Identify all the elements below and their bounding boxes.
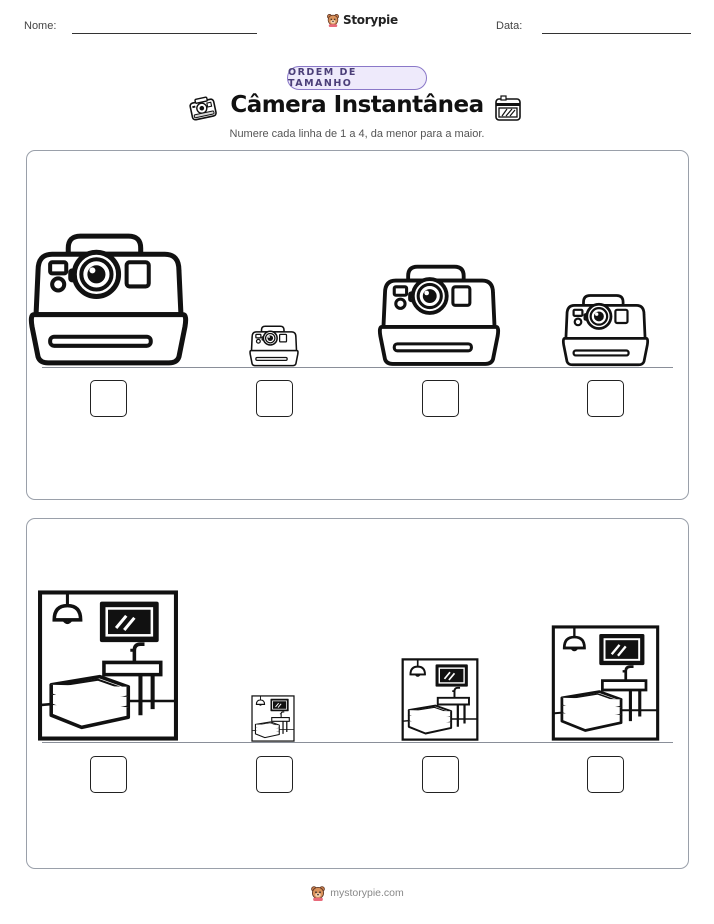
date-write-line[interactable] <box>542 33 691 34</box>
instant-camera-icon <box>377 259 501 367</box>
bear-mascot-icon <box>326 13 340 27</box>
instant-camera-icon <box>28 226 189 367</box>
answer-box[interactable] <box>256 756 293 793</box>
bathroom-scene-picture <box>251 695 295 742</box>
page-title: Câmera Instantânea <box>230 92 484 118</box>
answer-box[interactable] <box>587 756 624 793</box>
row-baseline <box>42 367 673 368</box>
film-camera-icon <box>493 94 523 124</box>
instructions: Numere cada linha de 1 a 4, da menor par… <box>229 128 485 140</box>
answer-box[interactable] <box>90 756 127 793</box>
category-badge: ORDEM DE TAMANHO <box>287 66 427 90</box>
instant-camera-icon <box>561 290 650 367</box>
brand-logo: Storypie <box>326 13 398 27</box>
footer: mystorypie.com <box>0 885 714 901</box>
answer-box[interactable] <box>587 380 624 417</box>
bathroom-scene-picture <box>401 657 479 742</box>
answer-box[interactable] <box>256 380 293 417</box>
instant-camera-icon <box>249 323 299 367</box>
date-label: Data: <box>496 20 523 32</box>
name-label: Nome: <box>24 20 57 32</box>
row-baseline <box>42 742 673 743</box>
bathroom-scene-picture <box>37 589 179 742</box>
answer-box[interactable] <box>422 380 459 417</box>
footer-url[interactable]: mystorypie.com <box>330 887 404 899</box>
answer-box[interactable] <box>422 756 459 793</box>
brand-name: Storypie <box>343 13 398 27</box>
bathroom-scene-picture <box>551 624 660 742</box>
name-write-line[interactable] <box>72 33 257 34</box>
bear-mascot-icon <box>310 885 326 901</box>
answer-box[interactable] <box>90 380 127 417</box>
